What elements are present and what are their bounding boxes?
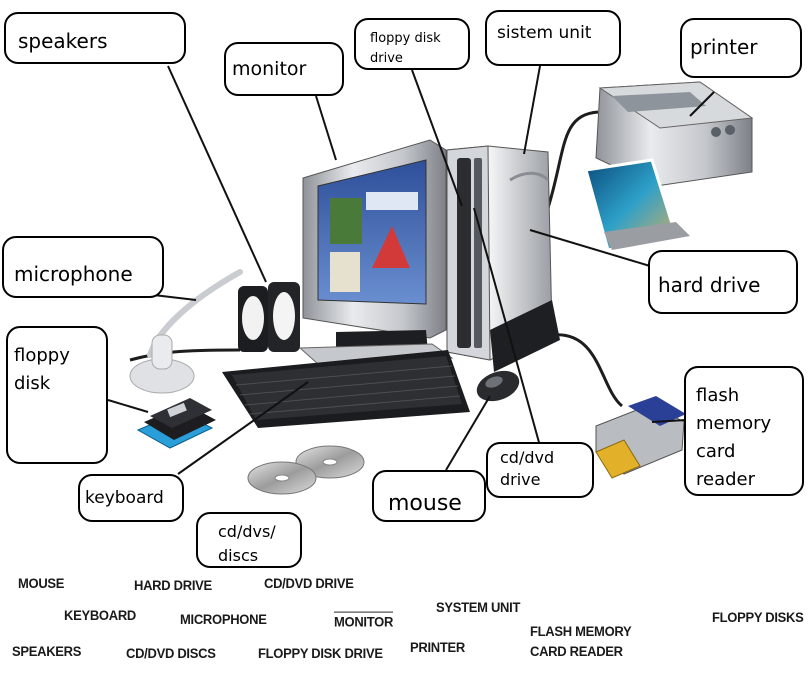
- cables: [129, 110, 624, 408]
- word-bank-printer: PRINTER: [410, 639, 465, 656]
- label-hard-drive: hard drive: [648, 250, 798, 314]
- label-flash-memory-card-reader: flash memory card reader: [684, 366, 804, 496]
- printer-illustration: [584, 81, 754, 252]
- cd-discs-illustration: [247, 445, 365, 495]
- word-bank-keyboard: KEYBOARD: [64, 607, 136, 624]
- word-bank-cd-dvd-drive: CD/DVD DRIVE: [264, 575, 354, 592]
- label-system-unit: sistem unit: [485, 10, 621, 66]
- leader-lines: [107, 65, 715, 475]
- microphone-illustration: [129, 269, 243, 394]
- word-bank-mouse: MOUSE: [18, 575, 65, 592]
- label-cd-dvd-discs: cd/dvs/ discs: [196, 512, 302, 568]
- mouse-illustration: [476, 370, 520, 402]
- label-cd-dvd-drive: cd/dvd drive: [486, 442, 594, 498]
- label-speakers: speakers: [4, 12, 186, 64]
- keyboard-illustration: [222, 350, 470, 428]
- label-floppy-disk-drive: floppy disk drive: [354, 18, 470, 70]
- floppy-disks-illustration: [136, 398, 216, 449]
- label-mouse: mouse: [372, 470, 486, 522]
- label-floppy-disk: floppy disk: [6, 326, 108, 464]
- label-printer: printer: [680, 18, 802, 78]
- word-bank-cd-dvd-discs: CD/DVD DISCS: [126, 645, 216, 662]
- label-monitor: monitor: [224, 42, 344, 96]
- label-keyboard: keyboard: [78, 474, 184, 522]
- word-bank-monitor: MONITOR: [334, 611, 393, 629]
- word-bank-hard-drive: HARD DRIVE: [134, 577, 212, 594]
- word-bank-card-reader: CARD READER: [530, 643, 623, 660]
- word-bank-system-unit: SYSTEM UNIT: [436, 599, 521, 616]
- speakers-illustration: [238, 282, 300, 352]
- word-bank-floppy-disks: FLOPPY DISKS: [712, 609, 804, 626]
- word-bank-floppy-disk-drive: FLOPPY DISK DRIVE: [258, 645, 383, 662]
- word-bank-microphone: MICROPHONE: [180, 611, 267, 628]
- word-bank-flash-memory: FLASH MEMORY: [530, 623, 632, 640]
- word-bank-speakers: SPEAKERS: [12, 643, 82, 660]
- monitor-illustration: [298, 139, 454, 365]
- tower-illustration: [446, 145, 560, 372]
- label-microphone: microphone: [2, 236, 164, 298]
- card-reader-illustration: [595, 396, 686, 479]
